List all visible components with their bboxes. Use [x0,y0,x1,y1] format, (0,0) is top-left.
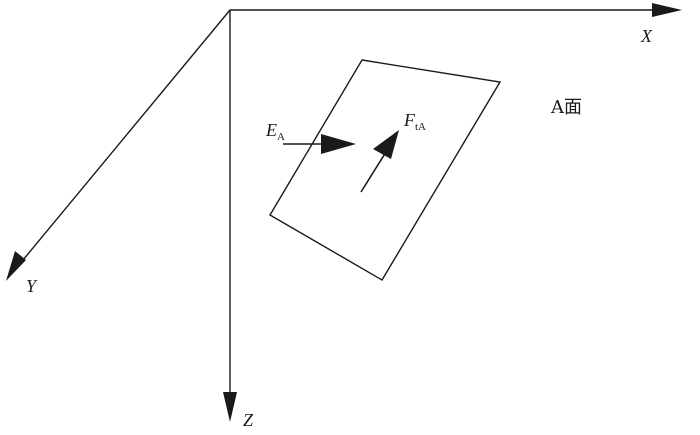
e-vector-subscript: A [277,131,285,143]
y-axis-label: Y [26,276,38,296]
plane-a-label: A面 [550,97,582,118]
f-vector-symbol: F [403,110,416,130]
e-vector-arrow [283,134,356,154]
e-vector-label: EA [265,120,285,143]
plane-a [269,59,502,281]
f-vector-arrow [360,130,399,193]
z-axis-arrowhead [223,392,237,422]
x-axis [230,3,682,17]
y-axis-arrowhead [6,251,26,281]
z-axis-label: Z [243,410,254,430]
e-vector-symbol: E [265,120,277,140]
x-axis-label: X [640,26,653,46]
x-axis-arrowhead [652,3,682,17]
y-axis [6,9,231,281]
f-vector-subscript: tA [415,121,426,133]
z-axis [223,10,237,422]
f-vector-label: FtA [403,110,426,133]
